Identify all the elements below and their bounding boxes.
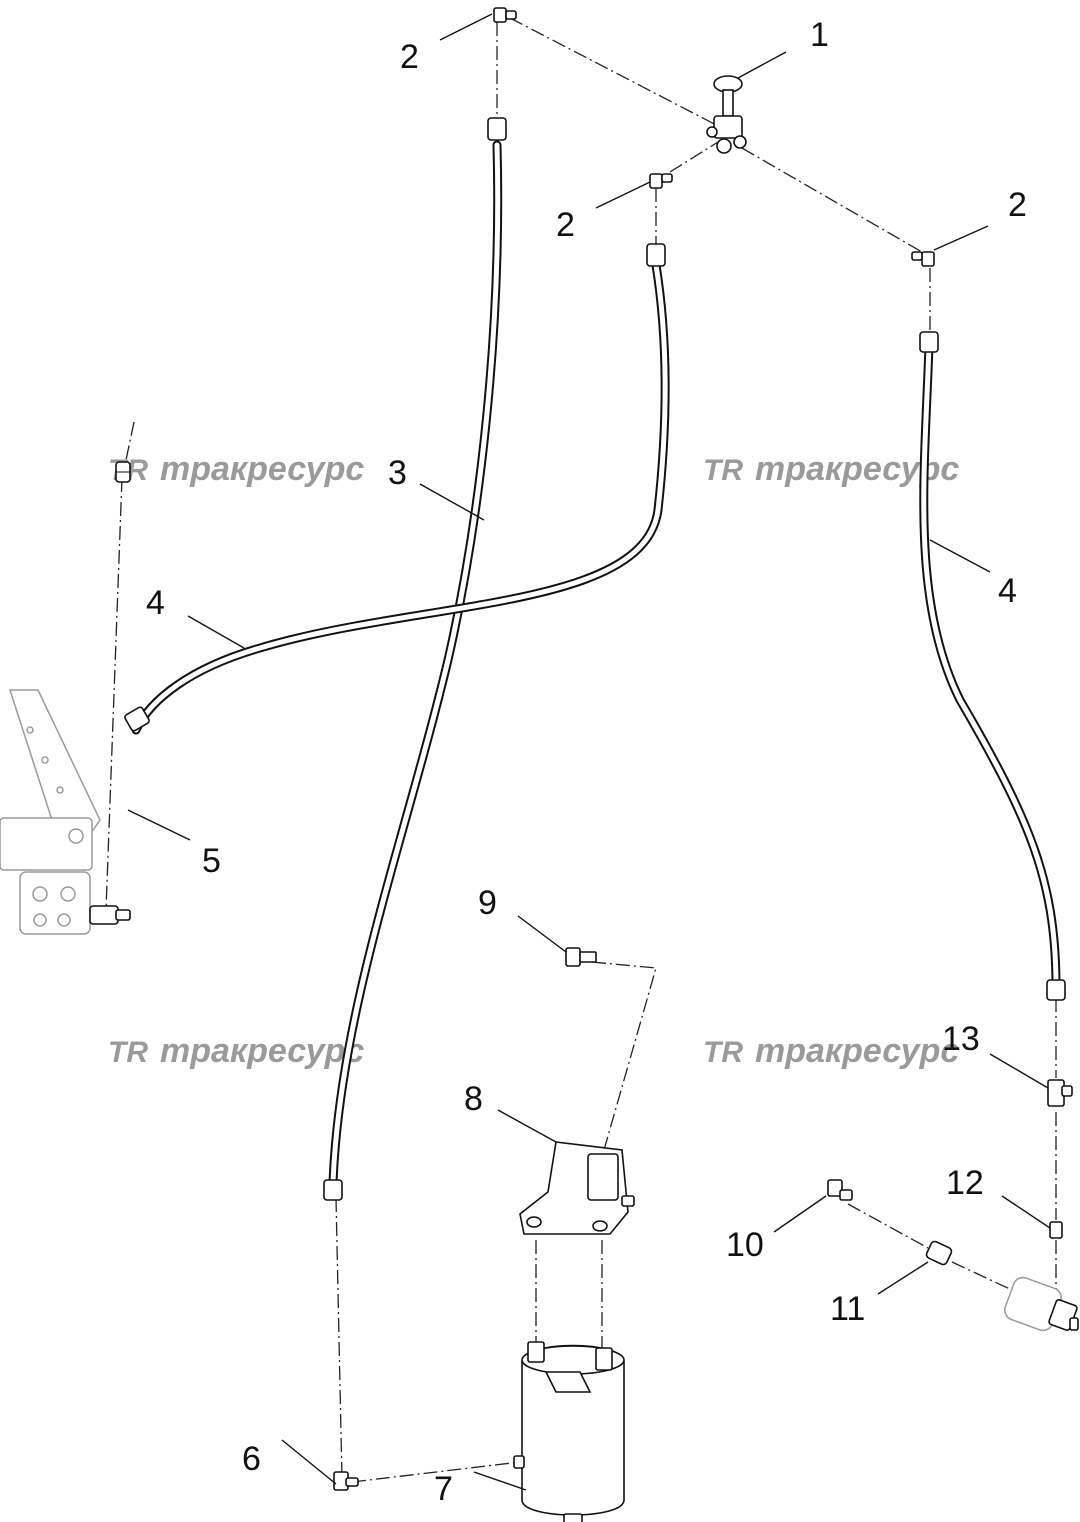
bolt-part-9 — [565, 947, 597, 967]
elbow-fitting-part-6 — [333, 1471, 359, 1491]
elbow-fitting-part-2 — [911, 251, 935, 267]
bracket-part-8 — [519, 1141, 635, 1235]
callout-13: 13 — [942, 1020, 980, 1058]
tee-fitting-part-13 — [1047, 1079, 1073, 1107]
leader-lines — [127, 13, 1051, 1491]
callout-4: 4 — [146, 584, 165, 622]
assembly-lines — [105, 17, 1057, 1483]
hose-end-nut — [1046, 979, 1066, 1001]
callout-2: 2 — [400, 38, 419, 76]
watermark-text: тракресурс — [160, 450, 364, 488]
callout-labels: 1 2 2 2 3 4 4 5 6 7 8 9 10 11 12 13 — [146, 16, 1027, 1508]
callout-12: 12 — [946, 1164, 984, 1202]
watermark-bottom-right: TR тракресурс — [703, 1032, 959, 1070]
hose-end-nut — [323, 1179, 343, 1201]
watermark-text: тракресурс — [755, 1032, 959, 1070]
hose-end-nut — [646, 243, 666, 267]
watermark-top-left: TR тракресурс — [108, 450, 364, 488]
callout-4: 4 — [998, 572, 1017, 610]
watermark-logo: TR — [703, 454, 743, 487]
hose-3 — [328, 140, 503, 1187]
hose-end-nut — [919, 331, 939, 353]
pedal-assembly-ghost — [0, 689, 131, 935]
callout-3: 3 — [388, 454, 407, 492]
callout-1: 1 — [810, 16, 829, 54]
hose-end-nut — [124, 706, 150, 732]
adapter-part-5 — [115, 461, 131, 483]
watermark-logo: TR — [108, 1036, 148, 1069]
nipple-part-12 — [1049, 1221, 1063, 1239]
callout-2: 2 — [556, 206, 575, 244]
callout-9: 9 — [478, 884, 497, 922]
adapter-part-11 — [925, 1240, 953, 1266]
brake-valve-part-1 — [706, 75, 747, 154]
hose-end-nut — [487, 117, 507, 141]
callout-10: 10 — [726, 1226, 764, 1264]
hose-4-right — [919, 340, 1061, 987]
callout-11: 11 — [830, 1290, 865, 1328]
watermark-text: тракресурс — [160, 1032, 364, 1070]
callout-6: 6 — [242, 1440, 261, 1478]
pressure-sensor-ghost — [1004, 1276, 1079, 1332]
callout-5: 5 — [202, 842, 221, 880]
hose-4-left — [131, 260, 670, 735]
watermark-logo: TR — [703, 1036, 743, 1069]
elbow-fitting-part-2 — [649, 173, 673, 189]
elbow-fitting-part-2 — [493, 7, 517, 23]
callout-2: 2 — [1008, 186, 1027, 224]
callout-8: 8 — [464, 1080, 483, 1118]
watermark-bottom-left: TR тракресурс — [108, 1032, 364, 1070]
callout-7: 7 — [434, 1470, 453, 1508]
brake-chamber-part-7 — [513, 1341, 625, 1522]
elbow-fitting-part-10 — [827, 1179, 853, 1201]
